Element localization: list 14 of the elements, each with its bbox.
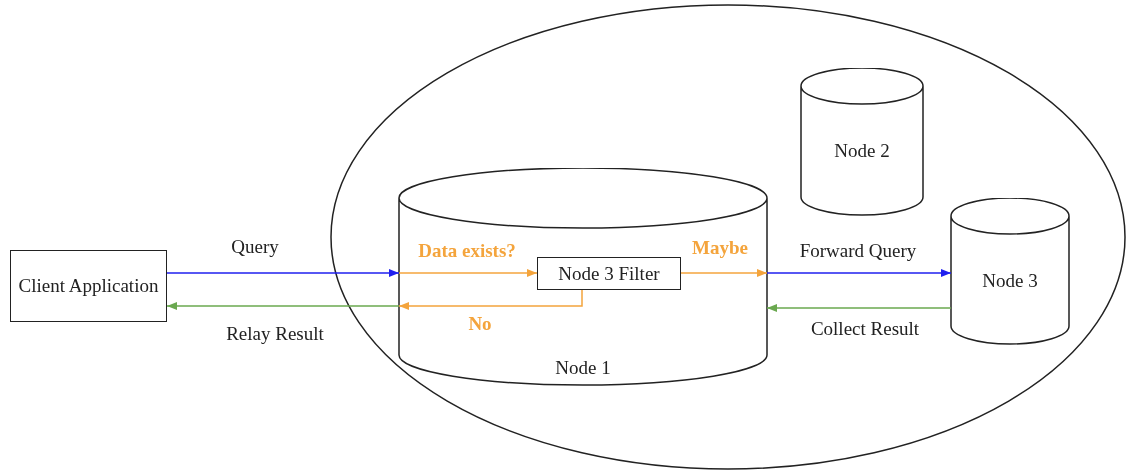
arrow (766, 269, 952, 277)
arrow (398, 289, 583, 310)
node-label: Node 3 Filter (557, 261, 661, 286)
node-label: Node 1 (554, 356, 612, 380)
process-box (10, 250, 167, 322)
arrow (680, 269, 768, 277)
arrow (766, 304, 952, 312)
node-label: Node 2 (833, 139, 891, 163)
node-label: Client Application (17, 274, 160, 298)
node-label: Node 3 (981, 268, 1039, 293)
arrow (166, 302, 400, 310)
arrow (398, 269, 538, 277)
filter-box (537, 257, 681, 290)
arrow (166, 269, 400, 277)
